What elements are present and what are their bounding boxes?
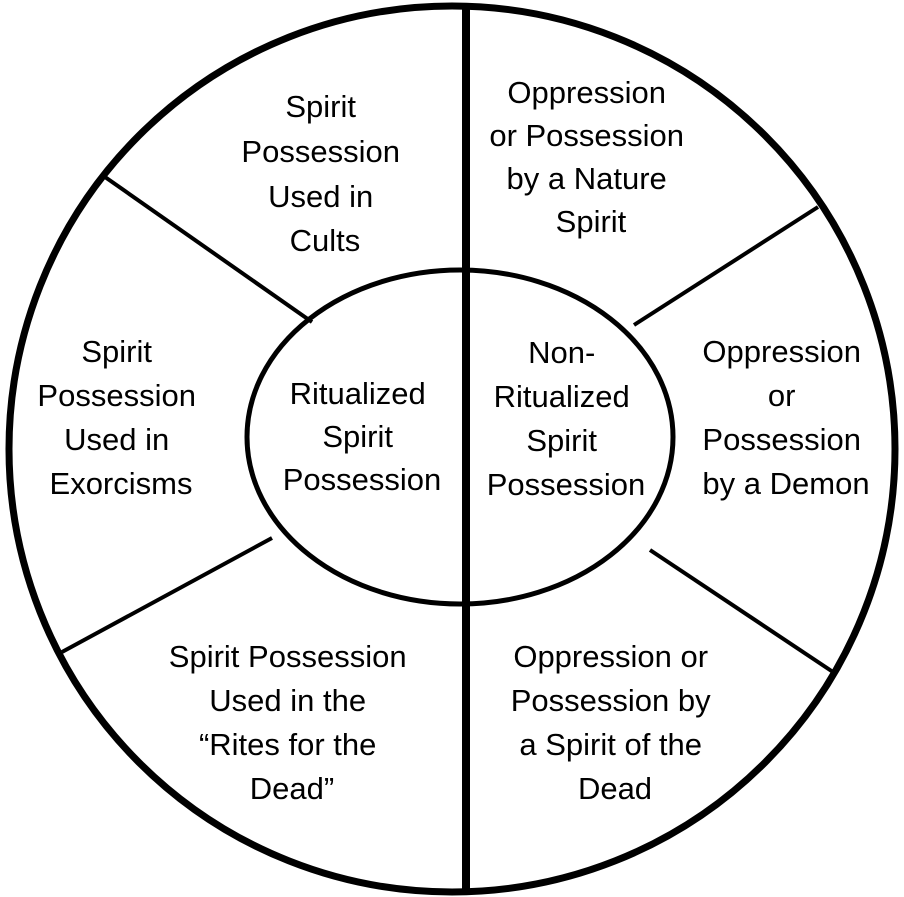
spoke-lower-left bbox=[61, 536, 273, 654]
segment-line: or Possession bbox=[489, 118, 684, 153]
segment-line: Used in bbox=[64, 422, 169, 457]
segment-line: Used in bbox=[268, 179, 373, 214]
center-left-line: Spirit bbox=[322, 419, 393, 454]
segment-line: Dead” bbox=[250, 771, 334, 806]
segment-bottom-left-label: Spirit Possession Used in the “Rites for… bbox=[169, 639, 415, 806]
center-left-line: Ritualized bbox=[290, 376, 426, 411]
spoke-upper-left bbox=[103, 175, 314, 324]
center-right-line: Spirit bbox=[526, 423, 597, 458]
segment-line: Possession by bbox=[511, 683, 711, 718]
segment-line: Used in the bbox=[209, 683, 366, 718]
segment-top-right-label: Oppression or Possession by a Nature Spi… bbox=[489, 75, 692, 239]
segment-line: by a Demon bbox=[702, 466, 869, 501]
spoke-lower-right bbox=[648, 548, 835, 674]
outer-circle bbox=[5, 2, 899, 896]
inner-ellipse bbox=[244, 267, 676, 607]
segment-line: Spirit Possession bbox=[169, 639, 407, 674]
segment-line: a Spirit of the bbox=[519, 727, 702, 762]
center-right-line: Possession bbox=[487, 467, 646, 502]
segment-line: Possession bbox=[37, 378, 196, 413]
segment-top-left-label: Spirit Possession Used in Cults bbox=[241, 89, 408, 258]
center-right-label: Non- Ritualized Spirit Possession bbox=[487, 335, 646, 502]
segment-bottom-right-label: Oppression or Possession by a Spirit of … bbox=[511, 639, 720, 806]
segment-line: Spirit bbox=[556, 204, 627, 239]
segment-line: Spirit bbox=[81, 334, 152, 369]
segment-line: Cults bbox=[290, 223, 361, 258]
segment-line: Possession bbox=[702, 422, 861, 457]
segment-line: Possession bbox=[241, 134, 400, 169]
segment-middle-left-label: Spirit Possession Used in Exorcisms bbox=[37, 334, 204, 501]
segment-line: Oppression or bbox=[513, 639, 708, 674]
segment-line: or bbox=[768, 378, 796, 413]
segment-line: Oppression bbox=[507, 75, 666, 110]
center-right-line: Ritualized bbox=[494, 379, 630, 414]
segment-line: “Rites for the bbox=[199, 727, 376, 762]
segment-line: by a Nature bbox=[507, 161, 667, 196]
segment-line: Exorcisms bbox=[50, 466, 193, 501]
center-left-line: Possession bbox=[283, 462, 442, 497]
center-right-line: Non- bbox=[528, 335, 595, 370]
segment-line: Oppression bbox=[702, 334, 861, 369]
segment-line: Spirit bbox=[285, 89, 356, 124]
center-left-label: Ritualized Spirit Possession bbox=[283, 376, 442, 497]
segment-line: Dead bbox=[578, 771, 652, 806]
segment-middle-right-label: Oppression or Possession by a Demon bbox=[702, 334, 869, 501]
spoke-upper-right bbox=[632, 205, 820, 327]
